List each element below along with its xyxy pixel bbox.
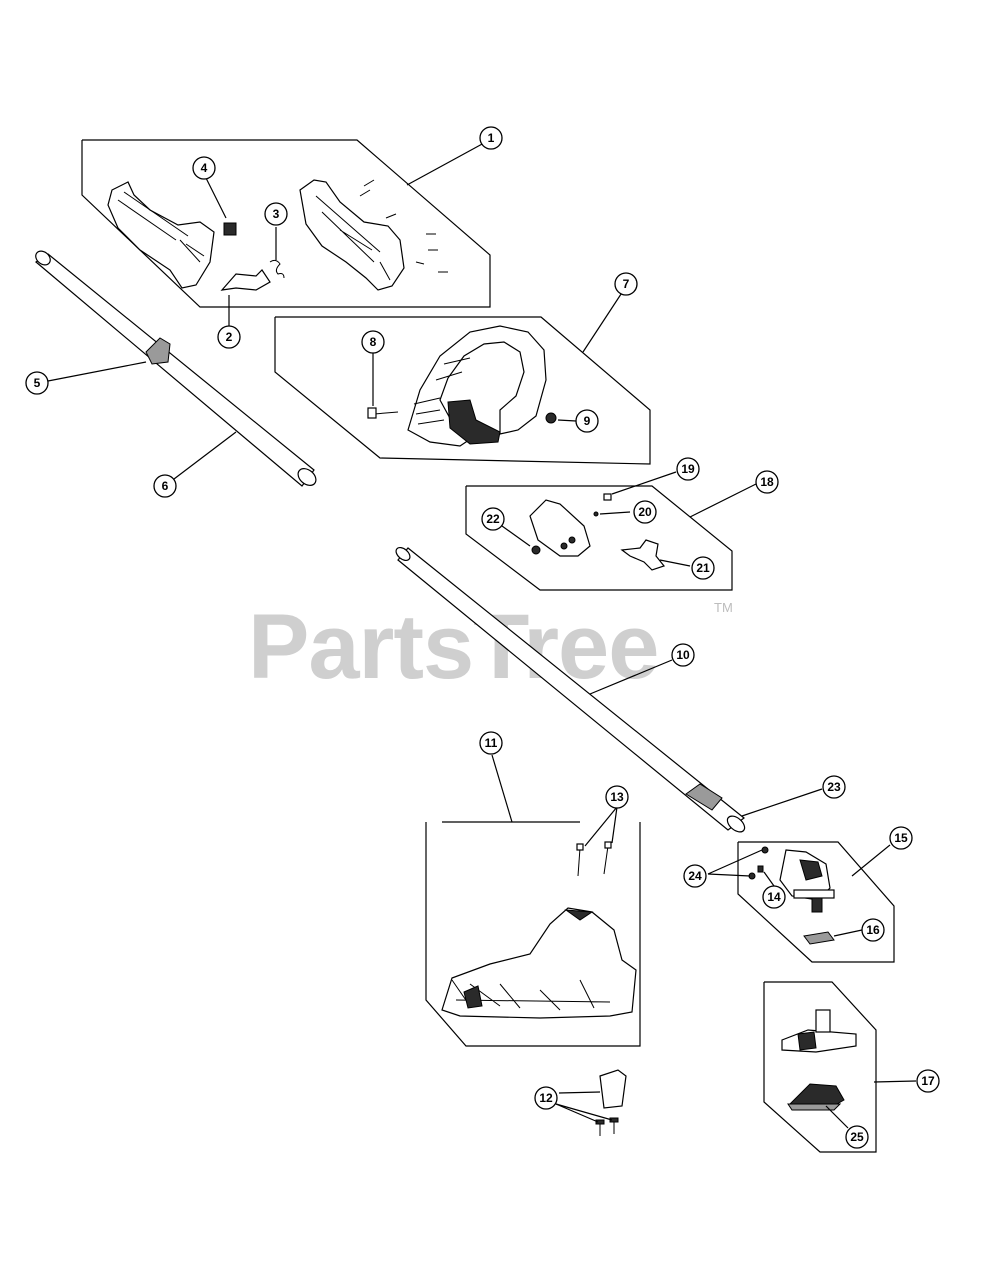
svg-text:22: 22 [486,512,500,526]
svg-text:3: 3 [273,207,280,221]
svg-text:20: 20 [638,505,652,519]
handle-screws [359,179,448,273]
shaft-lock [685,783,723,811]
gearbox-screw-a [761,846,769,854]
svg-text:13: 13 [610,790,624,804]
gearbox-shaft [811,897,823,913]
group-7-outline [274,316,651,465]
callout-17: 17 [916,1069,940,1093]
callout-16: 16 [861,918,885,942]
callout-18: 18 [755,470,779,494]
trimmer-head-hub [781,1029,857,1053]
gearbox-group [737,841,895,963]
svg-text:18: 18 [760,475,774,489]
group-15-outline [737,841,895,963]
svg-text:24: 24 [688,869,702,883]
svg-text:15: 15 [894,831,908,845]
callout-9: 9 [575,409,599,433]
switch-part [223,222,237,236]
coupler-ball [593,511,599,517]
handle-half-right [299,179,405,291]
coupler-knob [620,539,666,571]
callout-21: 21 [691,556,715,580]
svg-text:14: 14 [767,890,781,904]
callout-1: 1 [479,126,503,150]
callout-20: 20 [633,500,657,524]
lower-shaft-group [395,546,746,833]
line-cutter-group [595,1069,627,1136]
svg-text:7: 7 [623,277,630,291]
coupler-body [529,499,591,557]
callout-3: 3 [264,202,288,226]
callout-11: 11 [479,731,503,755]
svg-text:21: 21 [696,561,710,575]
svg-text:9: 9 [584,414,591,428]
guard-group [425,821,641,1047]
group-1-outline [81,139,491,308]
callout-2: 2 [217,325,241,349]
svg-text:8: 8 [370,335,377,349]
callout-23: 23 [822,775,846,799]
callout-14: 14 [762,885,786,909]
bolt-part [373,411,399,415]
callout-8: 8 [361,330,385,354]
callout-13: 13 [605,785,629,809]
trimmer-head-group [763,981,877,1153]
group-18-outline [465,485,733,591]
callout-6: 6 [153,474,177,498]
guard-body [441,907,637,1019]
svg-text:6: 6 [162,479,169,493]
assist-handle-grip [447,399,501,445]
callout-5: 5 [25,371,49,395]
handle-half-left [107,181,215,289]
group-17-outline [763,981,877,1153]
callout-19: 19 [676,457,700,481]
svg-text:12: 12 [539,1091,553,1105]
svg-text:23: 23 [827,780,841,794]
svg-text:17: 17 [921,1074,935,1088]
svg-text:19: 19 [681,462,695,476]
watermark-brand: PartsTree [248,596,658,698]
callout-22: 22 [481,507,505,531]
trigger-part [220,269,271,291]
svg-text:4: 4 [201,161,208,175]
callout-10: 10 [671,643,695,667]
nut-part [545,412,557,424]
coupler-nut [531,545,541,555]
spring-part [269,259,285,279]
assist-handle-group [274,316,651,465]
watermark: PartsTree TM [248,596,733,698]
svg-text:10: 10 [676,648,690,662]
svg-text:1: 1 [488,131,495,145]
svg-text:11: 11 [485,736,498,750]
callout-7: 7 [614,272,638,296]
guard-screws [576,841,612,877]
line-cutter-blade [599,1069,627,1109]
shaft-clamp [145,337,171,365]
coupler-group [465,485,733,591]
gearbox-washer [803,931,835,945]
svg-text:2: 2 [226,330,233,344]
svg-text:16: 16 [866,923,880,937]
coupler-pin [603,493,612,501]
gearbox-clip [757,865,764,873]
callout-4: 4 [192,156,216,180]
callout-25: 25 [845,1125,869,1149]
callout-15: 15 [889,826,913,850]
upper-shaft [35,253,315,487]
handle-housing-group [81,139,491,308]
watermark-trademark: TM [714,600,733,615]
group-11-outline [425,822,641,1047]
callout-24: 24 [683,864,707,888]
callout-12: 12 [534,1086,558,1110]
svg-text:5: 5 [34,376,41,390]
svg-text:25: 25 [850,1130,864,1144]
upper-shaft-group [35,250,317,487]
